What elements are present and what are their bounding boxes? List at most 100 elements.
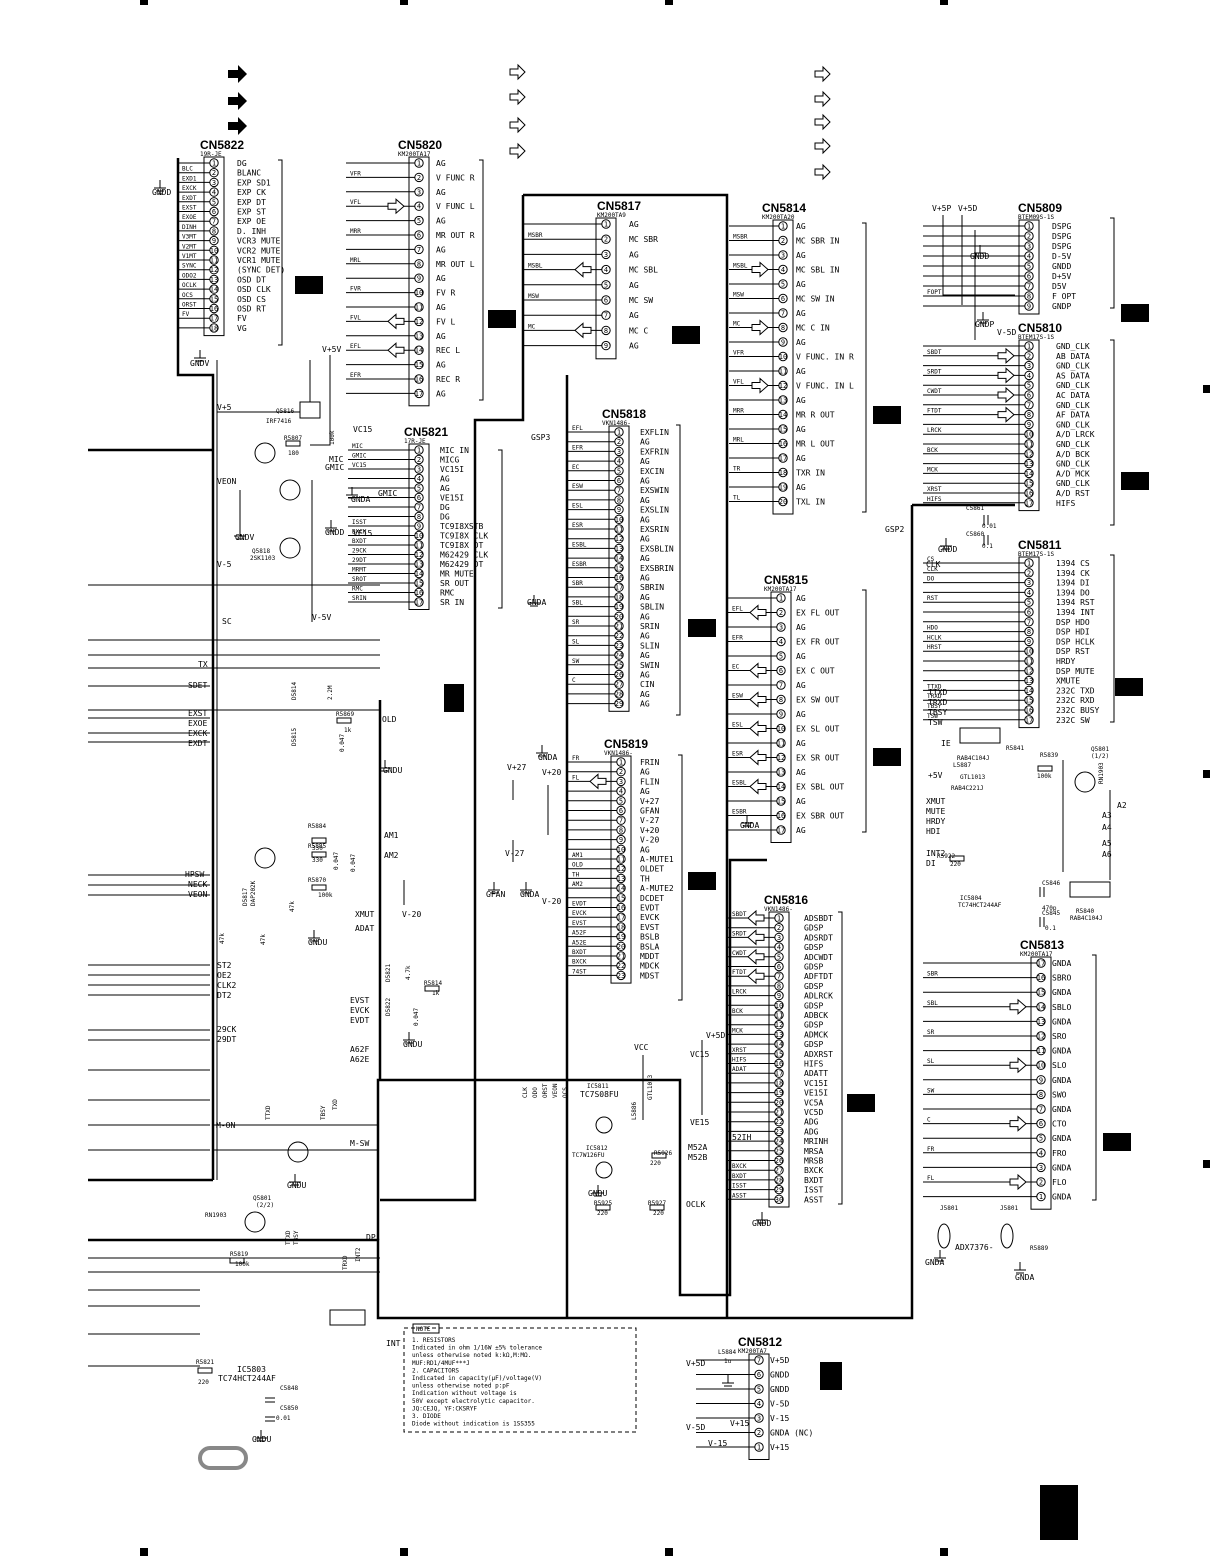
bus-lines	[88, 158, 1015, 1367]
pin-signal: MR OUT R	[436, 231, 475, 240]
pin-number: 1	[619, 759, 623, 767]
pin-signal: GDSP	[804, 1040, 823, 1049]
label-gnda-7: GNDA	[1015, 1273, 1034, 1282]
pin-number: 4	[1027, 372, 1031, 380]
connector-part: BTEM09S-1S	[1018, 214, 1055, 221]
pin-signal: MC C	[629, 326, 648, 335]
pin-signal: ADG	[804, 1127, 819, 1136]
pin-signal: AG	[796, 652, 806, 661]
pin-signal: M62429 CLK	[440, 551, 488, 560]
pin-number: 16	[210, 305, 218, 313]
label-l5886: L5886	[631, 1102, 638, 1120]
label-neck: NECK	[188, 880, 207, 889]
pin-signal: AG	[640, 477, 650, 486]
pin-number: 3	[1039, 1164, 1043, 1172]
pin-number: 29	[775, 1186, 783, 1194]
net-label: V1MT	[182, 253, 197, 260]
net-label: SBDT	[927, 349, 942, 356]
net-label: SW	[927, 1087, 935, 1094]
pin-number: 17	[415, 390, 423, 398]
net-label: ESBL	[732, 780, 747, 787]
pin-signal: MC C IN	[796, 324, 830, 333]
pin-signal: EXSLIN	[640, 506, 669, 515]
pin-number: 13	[415, 332, 423, 340]
pin-number: 19	[615, 603, 623, 611]
connector-title: CN5822	[200, 138, 244, 152]
label-di: DI	[926, 859, 936, 868]
label-gtl2: GTL1013	[647, 1074, 654, 1100]
pin-number: 17	[617, 914, 625, 922]
label-ttxd-v2: TTXD	[285, 1230, 292, 1245]
pin-signal: SBLO	[1052, 1003, 1071, 1012]
pin-signal: GNDA	[1052, 1017, 1071, 1026]
pin-signal: AG	[796, 594, 806, 603]
pin-number: 3	[417, 466, 421, 474]
net-label: MSW	[733, 292, 744, 299]
resistor-icon	[1037, 765, 1053, 772]
pin-signal: AG	[629, 342, 639, 351]
pin-signal: AG	[640, 515, 650, 524]
pin-number: 17	[615, 584, 623, 592]
note-line: 1. RESISTORS	[412, 1337, 456, 1344]
value-47k-3: 47k	[260, 934, 267, 945]
pin-number: 14	[1025, 470, 1033, 478]
signal-arrow-icon	[1009, 998, 1027, 1015]
net-label: ESL	[732, 722, 743, 729]
resistor-icon	[649, 1204, 665, 1211]
connector-title: CN5812	[738, 1335, 782, 1349]
pin-number: 5	[619, 797, 623, 805]
signal-arrow-icon	[749, 749, 767, 766]
pin-signal: EXP SD1	[237, 178, 271, 187]
label-vm5: V-5	[217, 560, 232, 569]
notes-title: NOTE	[416, 1326, 431, 1333]
pin-signal: TXL IN	[796, 498, 825, 507]
pin-number: 4	[417, 475, 421, 483]
pin-signal: EXP OE	[237, 217, 266, 226]
pin-signal: M62429 DT	[440, 560, 484, 569]
label-29dt: 29DT	[217, 1035, 236, 1044]
pin-number: 5	[1027, 599, 1031, 607]
signal-arrow-icon	[751, 261, 769, 278]
pin-signal: AC DATA	[1056, 391, 1090, 400]
pin-number: 3	[1027, 579, 1031, 587]
label-dt2: DT2	[217, 991, 232, 1000]
label-gnda-6: GNDA	[925, 1258, 944, 1267]
note-line: MUF:RD1/4MUF***J	[412, 1360, 470, 1367]
pin-signal: AG	[796, 739, 806, 748]
label-ve15: VE15	[690, 1118, 709, 1127]
pin-number: 16	[779, 440, 787, 448]
label-a2: A2	[1117, 801, 1127, 810]
label-vp27: V+27	[507, 763, 526, 772]
label-29ck: 29CK	[217, 1025, 236, 1034]
pin-signal: AG	[640, 845, 650, 854]
label-r5821: R5821	[196, 1359, 214, 1366]
net-label: VFL	[350, 199, 361, 206]
pin-number: 2	[417, 174, 421, 182]
pin-signal: AG	[629, 250, 639, 259]
pin-number: 8	[779, 696, 783, 704]
